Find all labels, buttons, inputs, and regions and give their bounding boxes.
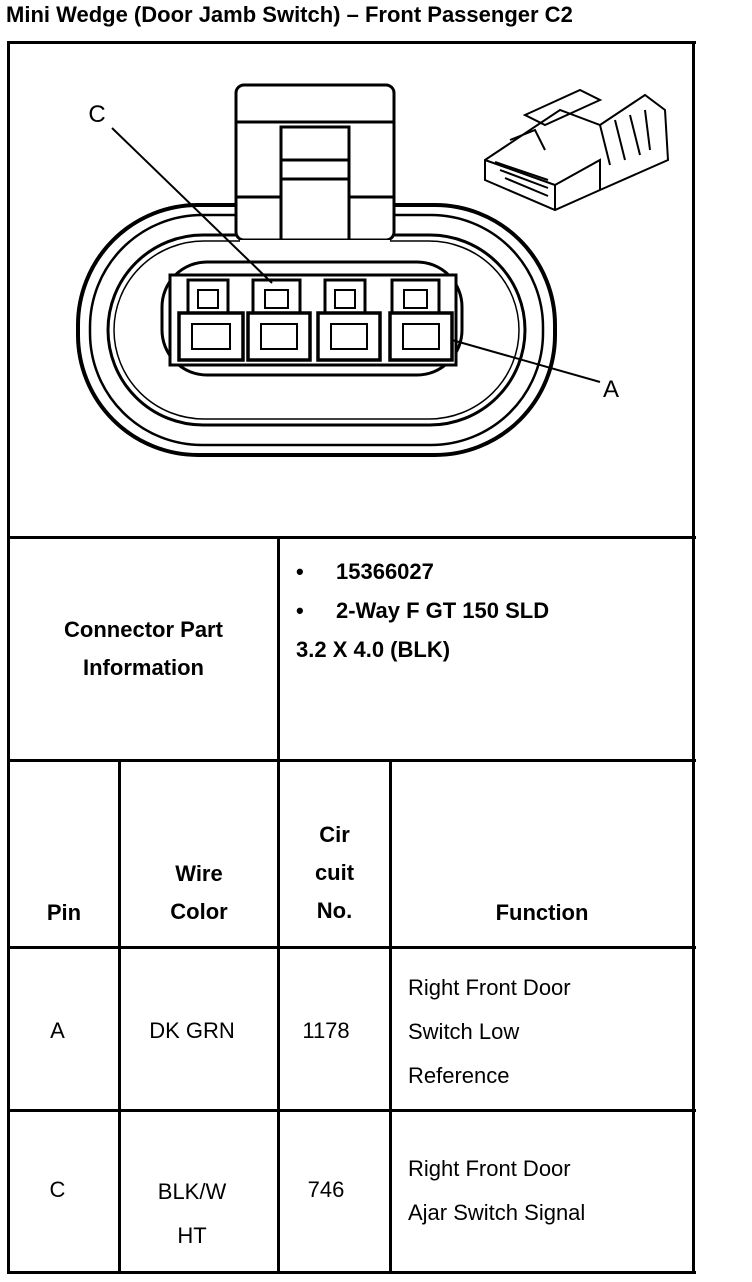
label-line-1: Connector Part xyxy=(64,617,223,642)
label-c: C xyxy=(88,101,106,128)
header-text: Cir xyxy=(319,822,350,847)
row-c-circuit: 746 xyxy=(307,1177,345,1202)
header-pin: Pin xyxy=(10,893,118,933)
table-border-right xyxy=(692,41,695,1274)
wire-color-line: HT xyxy=(177,1223,207,1248)
row-a-wire-color: DK GRN xyxy=(149,1018,235,1043)
function-line: Ajar Switch Signal xyxy=(408,1200,586,1225)
connector-part-info-label: Connector Part Information xyxy=(10,539,277,759)
header-text: No. xyxy=(316,898,353,923)
description-line-2: 3.2 X 4.0 (BLK) xyxy=(296,637,451,662)
table-border-bottom xyxy=(8,1271,696,1274)
wire-color-line: BLK/W xyxy=(157,1179,227,1204)
header-text: Color xyxy=(170,899,228,924)
function-line: Switch Low xyxy=(408,1019,520,1044)
leader-line-c xyxy=(111,127,273,284)
row-a-function: Right Front Door Switch Low Reference xyxy=(408,966,571,1098)
divider xyxy=(277,536,280,1274)
divider xyxy=(389,759,392,1274)
row-c-wire-color: BLK/W HT xyxy=(121,1170,263,1258)
divider xyxy=(8,536,696,539)
header-circuit-no: Cir cuit No. xyxy=(280,816,389,930)
latch-tab xyxy=(234,83,396,258)
row-a-circuit: 1178 xyxy=(302,1018,350,1043)
part-number: 15366027 xyxy=(336,559,434,584)
connector-diagram xyxy=(76,83,670,457)
label-a: A xyxy=(602,376,619,403)
divider xyxy=(8,759,696,762)
bullet: • xyxy=(296,559,304,584)
row-c-function: Right Front Door Ajar Switch Signal xyxy=(408,1147,585,1235)
header-wire-color: Wire Color xyxy=(121,855,277,931)
label-line-2: Information xyxy=(83,655,204,680)
table-border-left xyxy=(7,41,10,1274)
function-line: Right Front Door xyxy=(408,1156,571,1181)
function-line: Reference xyxy=(408,1063,510,1088)
header-function-text: Function xyxy=(495,900,589,925)
header-pin-text: Pin xyxy=(46,900,82,925)
function-line: Right Front Door xyxy=(408,975,571,1000)
table-border-top xyxy=(8,41,696,44)
pin-cavities xyxy=(168,273,458,367)
row-c-pin: C xyxy=(49,1177,66,1202)
connector-iso-view xyxy=(484,88,670,212)
header-function: Function xyxy=(392,893,692,933)
row-a-pin: A xyxy=(50,1018,65,1043)
header-text: cuit xyxy=(314,860,355,885)
connector-part-info-value: • 15366027 • 2-Way F GT 150 SLD 3.2 X 4.0 … xyxy=(296,552,549,669)
divider xyxy=(8,946,696,949)
page-title: Mini Wedge (Door Jamb Switch) – Front Pa… xyxy=(6,2,573,27)
divider xyxy=(118,759,121,1274)
leader-line-a xyxy=(451,339,601,383)
divider xyxy=(8,1109,696,1112)
description-line-1: 2-Way F GT 150 SLD xyxy=(336,598,550,623)
header-text: Wire xyxy=(175,861,223,886)
bullet: • xyxy=(296,598,304,623)
